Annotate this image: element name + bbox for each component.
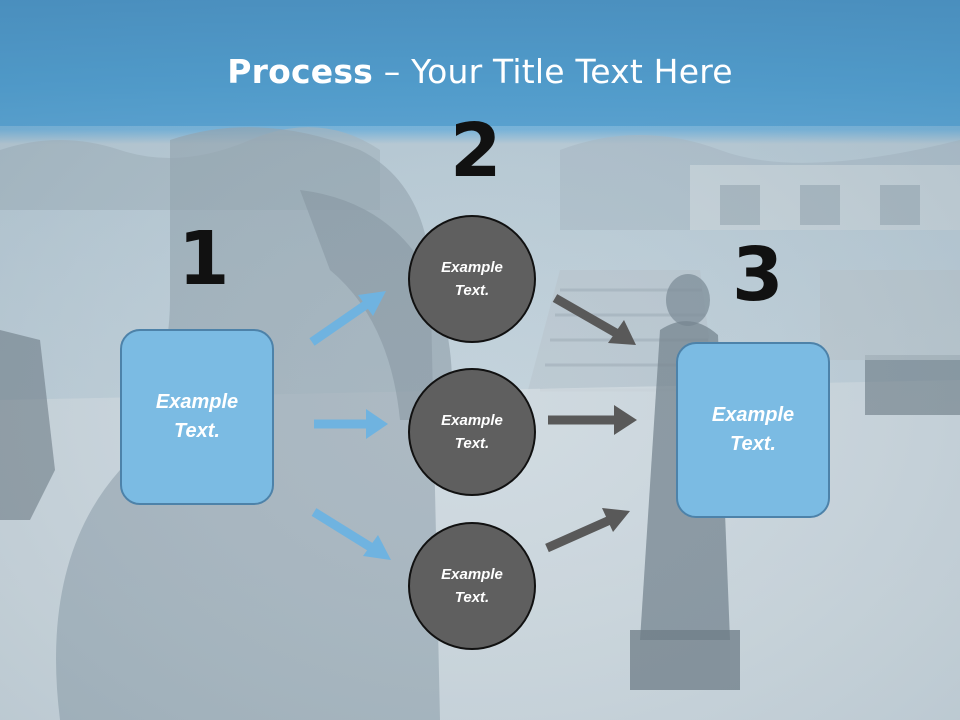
- title-rest: – Your Title Text Here: [373, 52, 733, 91]
- step-2-item-2-text: Example Text.: [441, 412, 503, 452]
- arrow-right-gray: [548, 405, 637, 435]
- step-number-2: 2: [450, 108, 502, 194]
- slide-title: Process – Your Title Text Here: [0, 52, 960, 91]
- arrow-up-right-gray: [545, 508, 630, 553]
- step-1-text: Example Text.: [155, 391, 239, 442]
- step-2-circle-top: Example Text.: [408, 215, 536, 343]
- step-number-3: 3: [732, 232, 784, 318]
- title-bold: Process: [227, 52, 374, 91]
- step-2-item-1-text: Example Text.: [441, 259, 503, 299]
- blue-arrows: [309, 291, 391, 560]
- arrow-up-right-blue: [309, 291, 386, 346]
- step-1-box: Example Text.: [120, 329, 274, 505]
- arrow-down-right-blue: [311, 508, 391, 560]
- step-3-box: Example Text.: [676, 342, 830, 518]
- gray-arrows: [545, 294, 637, 553]
- step-2-circle-bottom: Example Text.: [408, 522, 536, 650]
- arrow-down-right-gray: [552, 294, 636, 345]
- step-2-circle-middle: Example Text.: [408, 368, 536, 496]
- step-number-1: 1: [178, 216, 230, 302]
- arrow-right-blue: [314, 409, 388, 439]
- step-3-text: Example Text.: [711, 404, 795, 455]
- step-2-item-3-text: Example Text.: [441, 566, 503, 606]
